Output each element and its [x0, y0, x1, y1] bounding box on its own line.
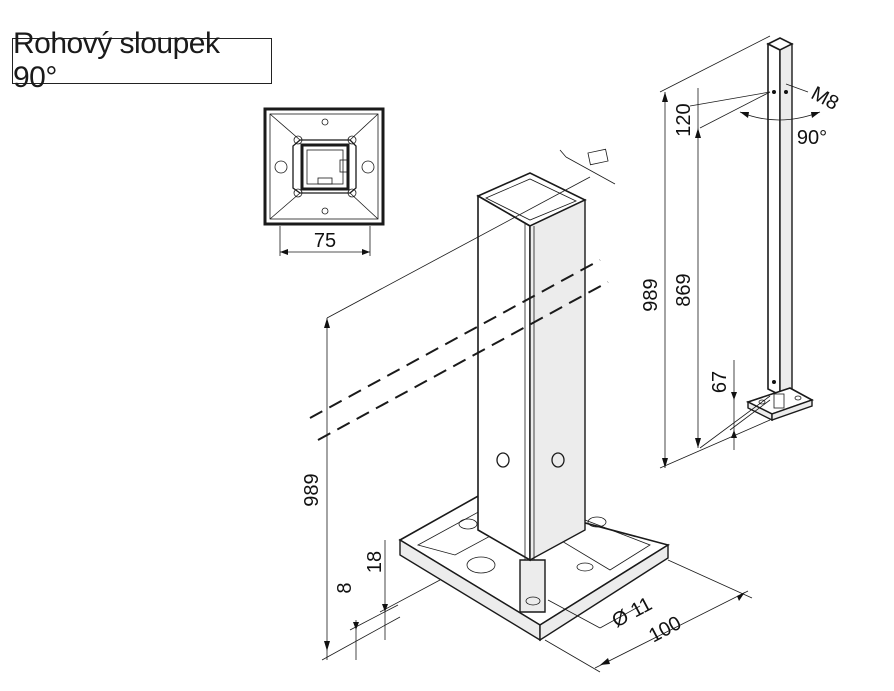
side-top-offset-label: 120 [673, 103, 695, 136]
base-thickness-label: 8 [334, 582, 356, 593]
base-height-label: 18 [364, 551, 386, 573]
side-post-height-label: 869 [673, 273, 695, 306]
top-view-width-label: 75 [314, 230, 336, 252]
main-view: 989 8 18 Ø 11 100 [301, 148, 753, 673]
thread-label: M8 [807, 82, 842, 114]
side-total-height-label: 989 [640, 278, 662, 311]
main-height-label: 989 [301, 473, 323, 506]
top-view: 75 [263, 107, 385, 256]
angle-label: 90° [797, 127, 827, 149]
side-bottom-offset-label: 67 [709, 371, 731, 393]
base-width-label: 100 [645, 612, 685, 647]
side-view: 989 869 120 67 M8 90° [640, 35, 842, 469]
